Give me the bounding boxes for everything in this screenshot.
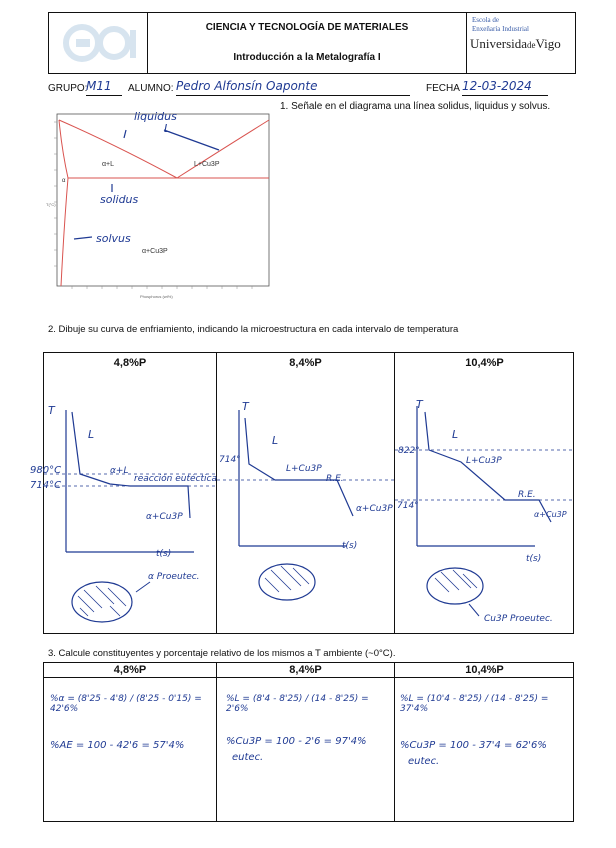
cooling-header-10-4: 10,4%P: [465, 357, 504, 369]
c2-phase2-label: α+Cu3P: [356, 504, 393, 514]
cooling-header-8-4: 8,4%P: [289, 357, 322, 369]
question-2-text: 2. Dibuje su curva de enfriamiento, indi…: [48, 324, 459, 335]
c1-micro-label: α Proeutec.: [148, 572, 200, 582]
header-box: [48, 12, 576, 74]
c1-eq-eutectic: %AE = 100 - 42'6 = 57'4%: [50, 740, 185, 751]
constituents-header-4-8: 4,8%P: [113, 664, 147, 676]
constituents-table: [43, 662, 574, 822]
c1-phase2-label: α+Cu3P: [146, 512, 183, 522]
alumno-value: Pedro Alfonsín Oaponte: [176, 79, 318, 93]
c2-phase1-label: L+Cu3P: [286, 464, 322, 474]
fecha-value: 12-03-2024: [462, 79, 532, 93]
c3-eq-eutec: eutec.: [408, 756, 440, 767]
school-name-line1: Escola de: [472, 16, 500, 24]
x-axis-label: Phosphorus (wt%): [140, 294, 173, 299]
liquidus-annotation: liquidus: [134, 110, 177, 123]
university-text-vigo: Vigo: [535, 36, 561, 51]
liquidus-line-right: [176, 119, 270, 179]
c2-eq-cu3p: %Cu3P = 100 - 2'6 = 97'4%: [226, 736, 367, 747]
constituents-header-rule: [43, 677, 574, 678]
solidus-line: [58, 119, 69, 179]
c3-eq-liquid: %L = (10'4 - 8'25) / (14 - 8'25) = 37'4%: [400, 694, 549, 714]
c1-phase1-label: α+L: [110, 466, 129, 476]
question-1-text: 1. Señale en el diagrama una línea solid…: [280, 101, 551, 112]
c1-reaction-label: reacción eutéctica: [134, 474, 217, 484]
liquidus-line-left: [58, 119, 178, 179]
x-axis-ticks: [71, 286, 253, 289]
cooling-curve-10-4: [395, 406, 574, 617]
c3-liquid-label: L: [452, 428, 459, 441]
university-text-de: de: [527, 40, 536, 50]
c2-eq-liquid: %L = (8'4 - 8'25) / (14 - 8'25) = 2'6%: [226, 694, 369, 714]
c1-time-label: t(s): [156, 549, 172, 559]
constituents-col-divider-1: [216, 662, 217, 822]
y-axis-ticks: [54, 121, 57, 267]
c1-temp1: 980°C: [30, 465, 62, 476]
university-logo-text: UniversidadeVigo: [470, 36, 561, 52]
c3-reaction-label: R.E.: [518, 490, 536, 500]
c2-t-label: T: [242, 400, 249, 413]
constituents-header-8-4: 8,4%P: [289, 664, 322, 676]
course-title: CIENCIA Y TECNOLOGÍA DE MATERIALES: [205, 22, 409, 33]
c2-reaction-label: R.E.: [326, 474, 344, 484]
c1-t-label: T: [48, 404, 55, 417]
c3-phase1-label: L+Cu3P: [466, 456, 502, 466]
header-divider-right: [466, 12, 467, 74]
solidus-annotation: solidus: [100, 193, 139, 206]
cooling-col-divider-1: [216, 352, 217, 634]
c2-time-label: t(s): [342, 541, 358, 551]
c1-eq-alpha: %α = (8'25 - 4'8) / (8'25 - 0'15) = 42'6…: [50, 694, 202, 714]
alumno-label: ALUMNO:: [128, 83, 174, 94]
cooling-curve-8-4: [217, 410, 394, 601]
alumno-underline: [176, 95, 410, 96]
c1-temp2: 714°C: [30, 480, 62, 491]
lab-title: Introducción a la Metalografía I: [233, 52, 381, 63]
c3-temp2: 714°: [397, 501, 419, 511]
grupo-label: GRUPO:: [48, 83, 88, 94]
solvus-line: [60, 177, 69, 287]
c3-t-label: T: [416, 398, 423, 411]
question-3-text: 3. Calcule constituyentes y porcentaje r…: [48, 648, 396, 659]
diagram-annotation-arrows: [73, 129, 220, 240]
c3-micro-label: Cu3P Proeutec.: [484, 614, 553, 624]
c1-liquid-label: L: [88, 428, 95, 441]
fecha-underline: [462, 95, 548, 96]
c3-phase2-label: α+Cu3P: [534, 510, 567, 519]
grupo-value: M11: [86, 79, 112, 93]
constituents-col-divider-2: [394, 662, 395, 822]
cooling-header-4-8: 4,8%P: [113, 357, 147, 369]
region-alpha-cu3p: α+Cu3P: [142, 248, 168, 255]
constituents-header-10-4: 10,4%P: [465, 664, 504, 676]
c3-eq-cu3p: %Cu3P = 100 - 37'4 = 62'6%: [400, 740, 547, 751]
c2-liquid-label: L: [272, 434, 279, 447]
grupo-underline: [86, 95, 122, 96]
cooling-col-divider-2: [394, 352, 395, 634]
solvus-annotation: solvus: [96, 232, 131, 245]
c3-temp1: 822°: [398, 446, 420, 456]
phase-diagram-frame: [56, 113, 270, 287]
liquidus-l-annotation: L: [164, 122, 171, 135]
cooling-curve-4-8: [44, 410, 216, 623]
c3-time-label: t(s): [526, 554, 542, 564]
region-alpha: α: [62, 178, 66, 184]
c2-temp1: 714°: [219, 455, 241, 465]
university-logo-watermark: [63, 24, 136, 62]
y-axis-label: T(°C): [46, 202, 56, 207]
region-l-cu3p: L+Cu3P: [194, 161, 220, 168]
phase-diagram: α+L L+Cu3P α α+Cu3P Phosphorus (wt%) T(°…: [46, 113, 270, 299]
university-text-part1: Universida: [470, 36, 528, 51]
header-divider-left: [147, 12, 148, 74]
c2-eq-eutec: eutec.: [232, 752, 264, 763]
school-name-line2: Enxeñaría Industrial: [472, 25, 529, 33]
region-alpha-l: α+L: [102, 161, 114, 168]
fecha-label: FECHA: [426, 83, 460, 94]
cooling-curves-table: [43, 352, 574, 634]
